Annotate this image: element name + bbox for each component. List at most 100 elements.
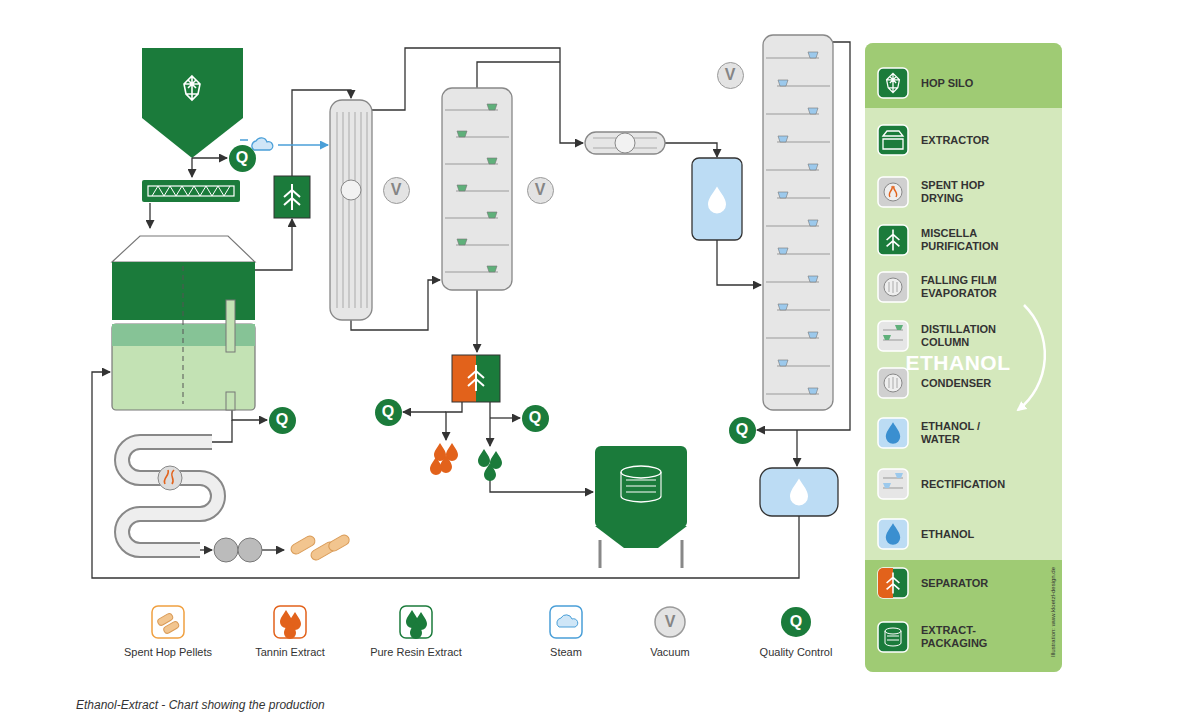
node-letter: V: [535, 182, 546, 198]
drawing-part: [148, 186, 234, 196]
drawing-part: [191, 158, 192, 177]
drawing-part: [878, 272, 908, 302]
drawing-part: [184, 76, 200, 100]
drawing-part: [895, 473, 903, 478]
drawing-part: [400, 606, 432, 638]
drawing-part: [430, 457, 442, 475]
rectification-column: [763, 35, 833, 410]
drawing-part: [142, 48, 243, 158]
drawing-part: [122, 442, 218, 550]
drawing-part: [349, 112, 350, 308]
legend-entry: SPENT HOP DRYING: [921, 179, 1017, 204]
drawing-part: [878, 469, 908, 499]
hop-silo: [142, 48, 243, 158]
drawing-part: [410, 621, 422, 639]
drawing-part: [621, 472, 661, 496]
drawing-part: [878, 622, 908, 652]
condenser: [585, 132, 665, 154]
drawing-part: [232, 410, 267, 420]
legend-entry: Quality Control: [760, 646, 833, 658]
pellet-press: [200, 538, 262, 562]
extract-packaging: [595, 446, 687, 568]
drawing-part: [212, 420, 232, 442]
node-letter: Q: [382, 404, 394, 420]
spent-hop-pellets: [289, 533, 351, 562]
caption: Ethanol-Extract - Chart showing the prod…: [76, 698, 325, 712]
drawing-part: [878, 568, 893, 598]
drawing-part: [183, 266, 184, 404]
drawing-part: [403, 411, 446, 412]
resin-extract-drops: [478, 449, 502, 481]
drawing-part: [884, 278, 902, 296]
drawing-part: [476, 290, 477, 352]
drawing-part: [595, 526, 687, 548]
drawing-part: [781, 607, 811, 637]
drawing-part: [778, 80, 788, 86]
flow-lines: [92, 42, 850, 578]
ethanol-water-tank: [692, 158, 742, 240]
drawing-part: [865, 560, 1062, 672]
legend-entry: SEPARATOR: [921, 577, 988, 590]
legend-entry: Spent Hop Pellets: [124, 646, 212, 658]
quality-control-circle: Q: [729, 417, 756, 444]
drawing-part: [452, 355, 500, 402]
drawing-part: [621, 496, 661, 502]
drawing-part: [615, 133, 635, 153]
drawing-part: [778, 136, 788, 142]
drawing-part: [878, 519, 908, 549]
legend-icons: [152, 606, 811, 639]
legend-entry: RECTIFICATION: [921, 478, 1005, 491]
legend-entry: FALLING FILM EVAPORATOR: [921, 274, 1017, 299]
drawing-part: [585, 132, 665, 154]
drawing-part: [778, 304, 788, 310]
drawing-part: [142, 180, 240, 202]
drawing-part: [158, 466, 182, 490]
drawing-part: [808, 332, 818, 338]
drawing-part: [808, 164, 818, 170]
drawing-part: [490, 480, 593, 492]
quality-control-circle: Q: [229, 145, 256, 172]
drawing-part: [262, 549, 284, 550]
drawing-part: [883, 335, 891, 340]
drawing-part: [692, 158, 742, 240]
drawing-part: [476, 355, 500, 402]
drawing-part: [341, 180, 361, 200]
distillation-column: [442, 88, 512, 290]
node-letter: Q: [736, 422, 748, 438]
drawing-part: [445, 104, 509, 272]
drawing-part: [489, 402, 490, 446]
drawing-part: [884, 183, 902, 201]
drawing-part: [337, 112, 338, 308]
node-letter: Q: [529, 410, 541, 426]
drawing-part: [808, 388, 818, 394]
drawing-part: [878, 68, 908, 98]
separator: [452, 355, 500, 402]
drawing-part: [274, 176, 310, 218]
drawing-part: [367, 112, 368, 308]
drawing-part: [255, 219, 292, 270]
drawing-part: [487, 266, 497, 272]
drawing-part: [200, 549, 212, 550]
drawing-part: [808, 276, 818, 282]
drawing-part: [457, 185, 467, 191]
drawing-part: [760, 468, 838, 516]
drawing-part: [889, 281, 897, 293]
extractor: [112, 236, 255, 410]
drawing-part: [192, 157, 227, 158]
legend-entry: Vacuum: [650, 646, 690, 658]
credit-note: Illustration: www.kloetzl-design.de: [1050, 567, 1056, 657]
drawing-part: [327, 533, 351, 553]
tannin-extract-drops: [430, 443, 458, 475]
drawing-part: [163, 620, 180, 634]
drawing-part: [778, 248, 788, 254]
drawing-part: [122, 442, 218, 550]
drawing-part: [164, 470, 174, 484]
legend-entry: ETHANOL: [921, 528, 974, 541]
drawing-part: [226, 300, 235, 352]
drawing-part: [152, 606, 184, 638]
drawing-part: [885, 628, 901, 634]
drawing-part: [406, 610, 427, 639]
drawing-part: [808, 220, 818, 226]
watermark: ETHANOL: [906, 352, 1011, 373]
drawing-part: [708, 187, 726, 214]
